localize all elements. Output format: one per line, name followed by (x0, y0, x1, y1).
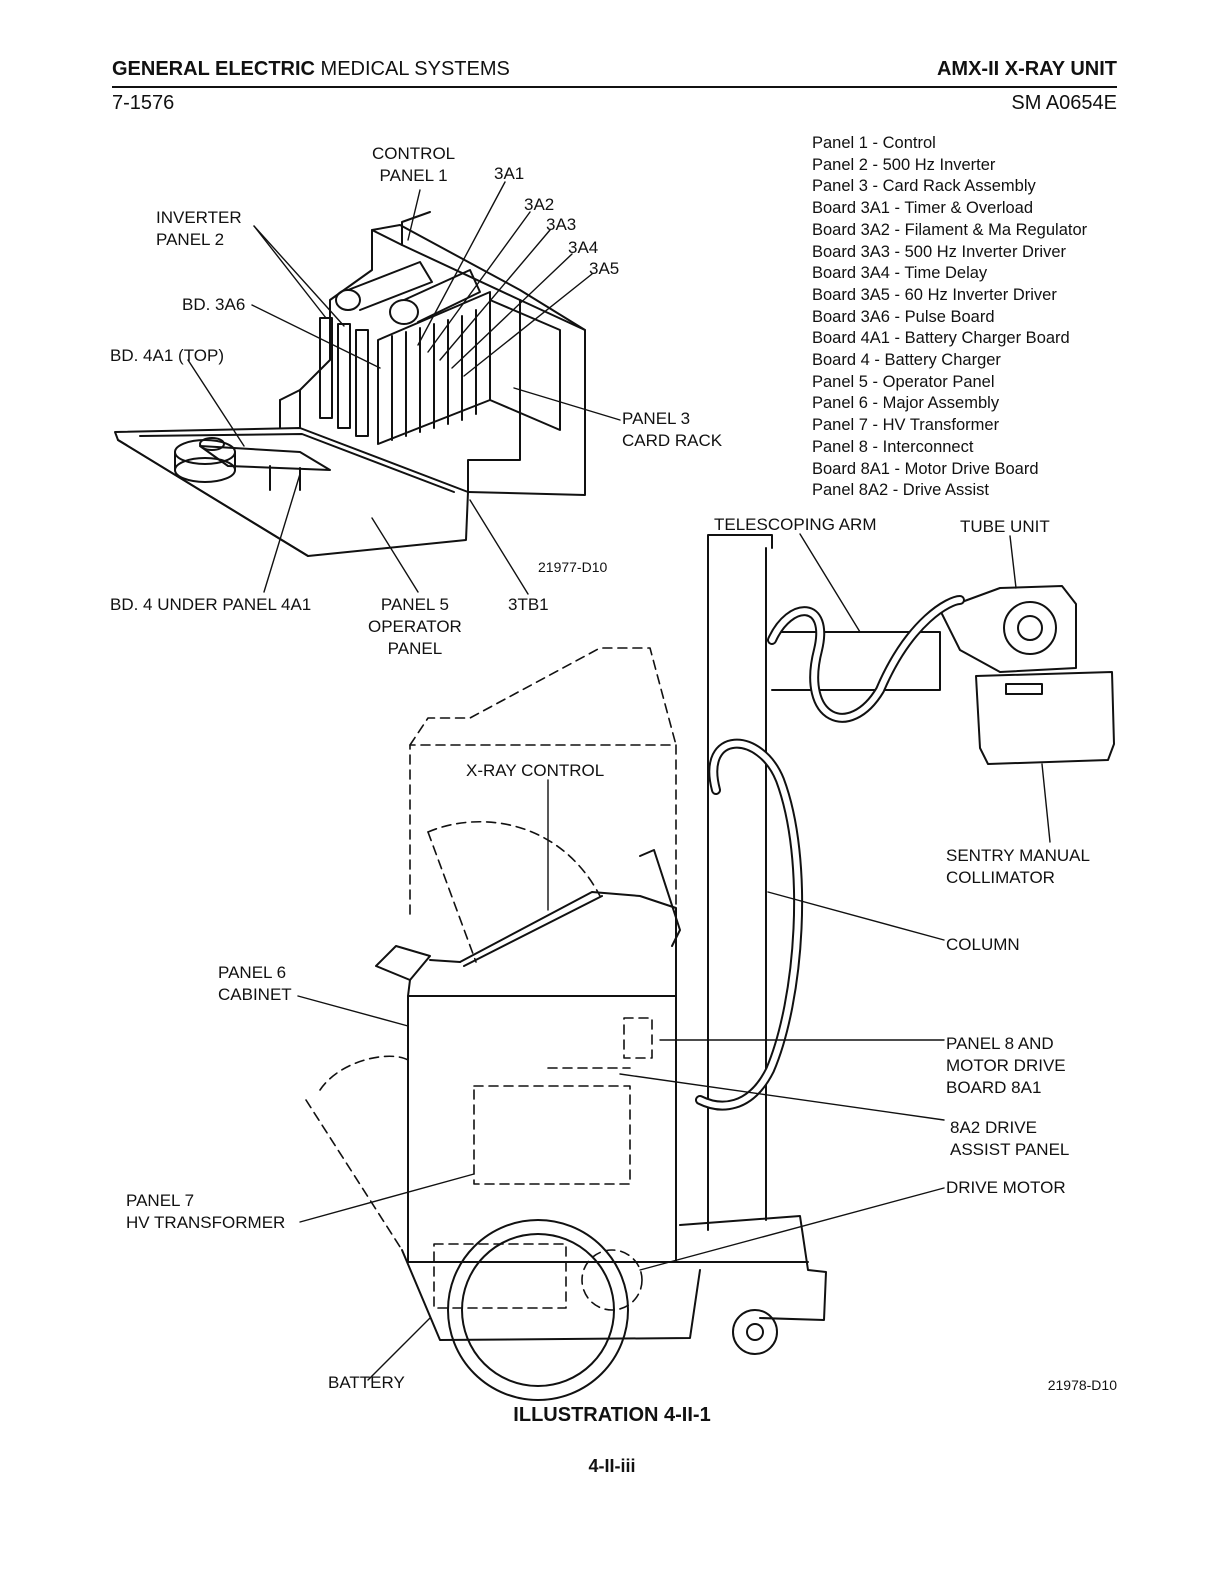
header-company: GENERAL ELECTRIC MEDICAL SYSTEMS (112, 58, 510, 81)
legend-item: Panel 8A2 - Drive Assist (812, 481, 989, 500)
page-number: 4-II-iii (588, 1456, 636, 1476)
doc-number: 7-1576 (112, 92, 175, 114)
label-bd-4a1: BD. 4A1 (TOP) (110, 346, 224, 365)
label-3tb1: 3TB1 (508, 595, 549, 614)
legend-item: Board 3A2 - Filament & Ma Regulator (812, 220, 1088, 239)
product-title: AMX-II X-RAY UNIT (936, 58, 1117, 80)
header-rule (112, 86, 1117, 88)
label-column: COLUMN (946, 935, 1020, 954)
label-3a1: 3A1 (494, 164, 525, 183)
drawing-number-bottom: 21978-D10 (1047, 1377, 1117, 1393)
legend-item: Panel 2 - 500 Hz Inverter (812, 155, 996, 174)
label-bd-3a6: BD. 3A6 (182, 295, 246, 314)
label-drive-motor: DRIVE MOTOR (946, 1178, 1066, 1197)
label-inverter-panel: INVERTER PANEL 2 (156, 208, 242, 249)
legend-item: Board 4A1 - Battery Charger Board (812, 329, 1070, 348)
label-drive-assist: 8A2 DRIVE ASSIST PANEL (950, 1118, 1070, 1159)
label-panel8: PANEL 8 AND MOTOR DRIVE BOARD 8A1 (946, 1034, 1066, 1097)
label-3a4: 3A4 (568, 238, 599, 257)
label-3a3: 3A3 (546, 215, 577, 234)
legend-item: Board 3A4 - Time Delay (812, 264, 988, 283)
label-3a2: 3A2 (524, 195, 555, 214)
legend-item: Panel 5 - Operator Panel (812, 372, 995, 391)
label-xray-control: X-RAY CONTROL (466, 761, 605, 780)
label-collimator: SENTRY MANUAL COLLIMATOR (946, 846, 1090, 887)
legend-item: Panel 1 - Control (812, 134, 936, 152)
dashed-outlines (305, 647, 677, 1311)
illustration-caption: ILLUSTRATION 4-II-1 (513, 1404, 711, 1426)
label-telescoping-arm: TELESCOPING ARM (714, 515, 877, 534)
manual-code: SM A0654E (1011, 92, 1117, 114)
label-tube-unit: TUBE UNIT (960, 517, 1050, 536)
legend-item: Panel 6 - Major Assembly (812, 394, 1000, 413)
legend-item: Board 4 - Battery Charger (812, 351, 1001, 370)
mobile-xray-unit-drawing (375, 534, 1115, 1401)
drawing-number-top: 21977-D10 (538, 559, 608, 575)
label-bd4: BD. 4 UNDER PANEL 4A1 (110, 595, 312, 614)
label-battery: BATTERY (328, 1373, 405, 1392)
label-panel5: PANEL 5 OPERATOR PANEL (368, 595, 462, 658)
label-3a5: 3A5 (589, 259, 620, 278)
label-panel7: PANEL 7 HV TRANSFORMER (126, 1191, 286, 1232)
legend-item: Board 3A1 - Timer & Overload (812, 199, 1034, 218)
label-control-panel: CONTROL PANEL 1 (372, 144, 456, 185)
legend-item: Board 8A1 - Motor Drive Board (812, 459, 1039, 478)
legend-item: Board 3A3 - 500 Hz Inverter Driver (812, 242, 1067, 261)
top-leader-lines (187, 181, 621, 595)
label-panel6: PANEL 6 CABINET (218, 963, 292, 1004)
company-name: GENERAL ELECTRIC (112, 58, 315, 80)
legend-item: Panel 3 - Card Rack Assembly (812, 177, 1036, 196)
label-panel3: PANEL 3 CARD RACK (622, 409, 723, 450)
legend-item: Board 3A5 - 60 Hz Inverter Driver (812, 285, 1057, 304)
legend-item: Board 3A6 - Pulse Board (812, 307, 995, 326)
legend-item: Panel 7 - HV Transformer (812, 416, 1000, 435)
legend-item: Panel 8 - Interconnect (812, 437, 974, 456)
cutaway-cabinet-drawing (114, 211, 586, 557)
company-division: MEDICAL SYSTEMS (320, 58, 510, 80)
bottom-leader-lines (297, 533, 1051, 1381)
